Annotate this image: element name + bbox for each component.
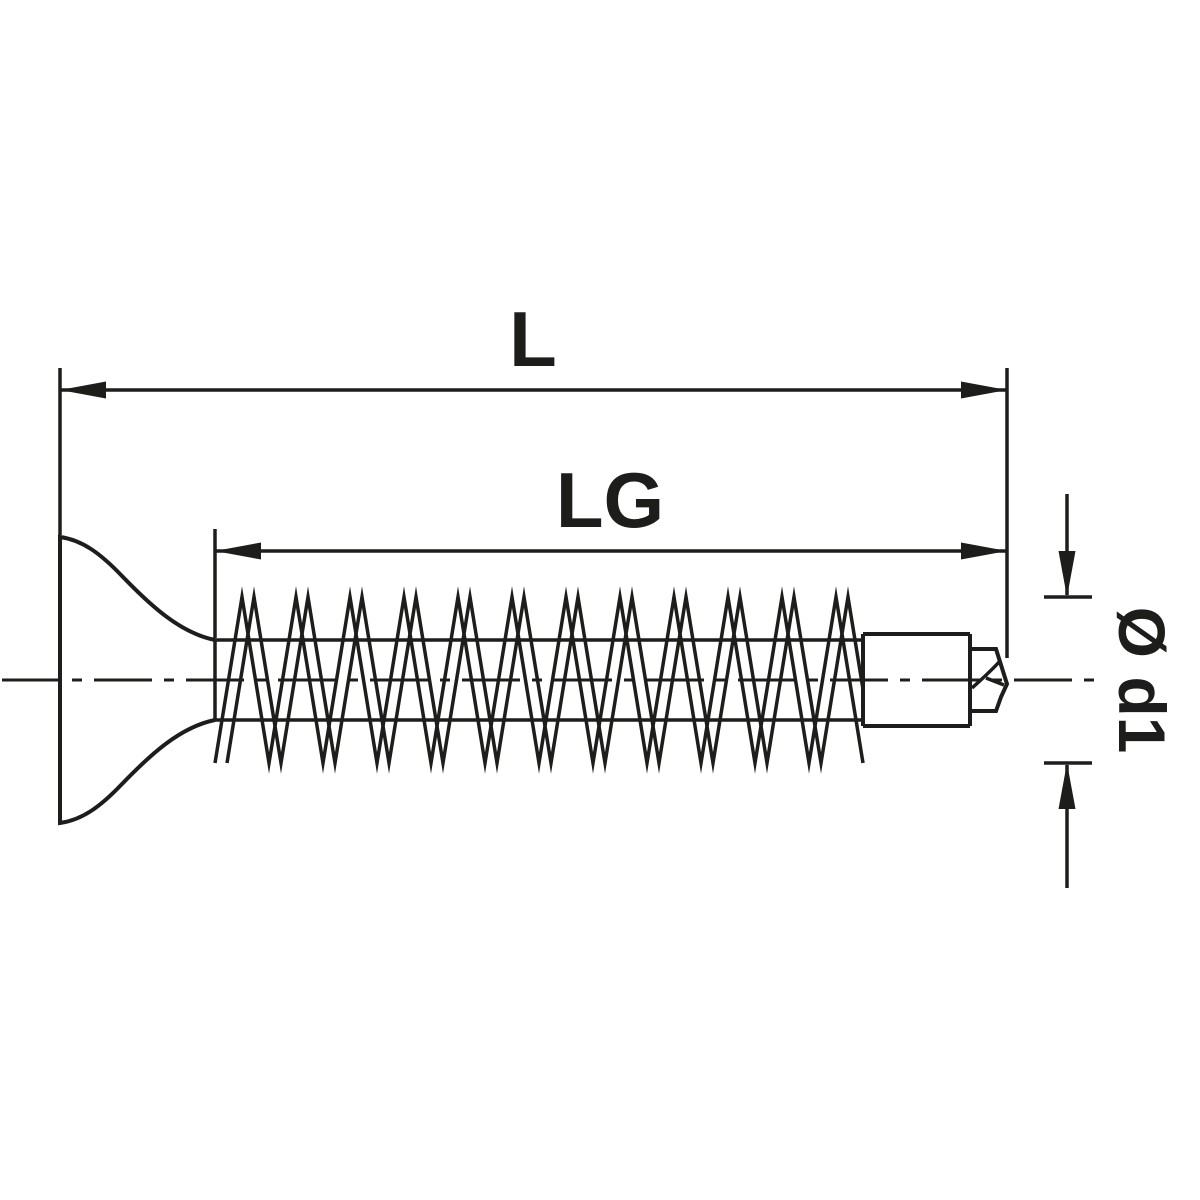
thread-helix-back (225, 586, 865, 774)
thread-helix-front (213, 586, 865, 774)
arrowhead-right-icon (961, 542, 1007, 560)
dimension-diameter: Ø d1 (1044, 494, 1179, 888)
label-diameter: Ø d1 (1105, 607, 1179, 754)
drill-flute-curve (970, 659, 1002, 690)
screw (58, 534, 1010, 826)
dimension-thread-length: LG (213, 456, 1007, 638)
arrowhead-down-icon (1058, 551, 1076, 597)
screw-head (58, 534, 216, 826)
drill-point-outline (970, 647, 1010, 713)
arrowhead-right-icon (961, 381, 1007, 399)
label-thread-length: LG (556, 456, 664, 544)
drill-cutting-lip (985, 676, 1005, 687)
label-overall-length: L (509, 295, 557, 383)
arrowhead-left-icon (215, 542, 261, 560)
arrowhead-up-icon (1058, 763, 1076, 809)
dimension-overall-length: L (58, 295, 1009, 658)
arrowhead-left-icon (60, 381, 106, 399)
